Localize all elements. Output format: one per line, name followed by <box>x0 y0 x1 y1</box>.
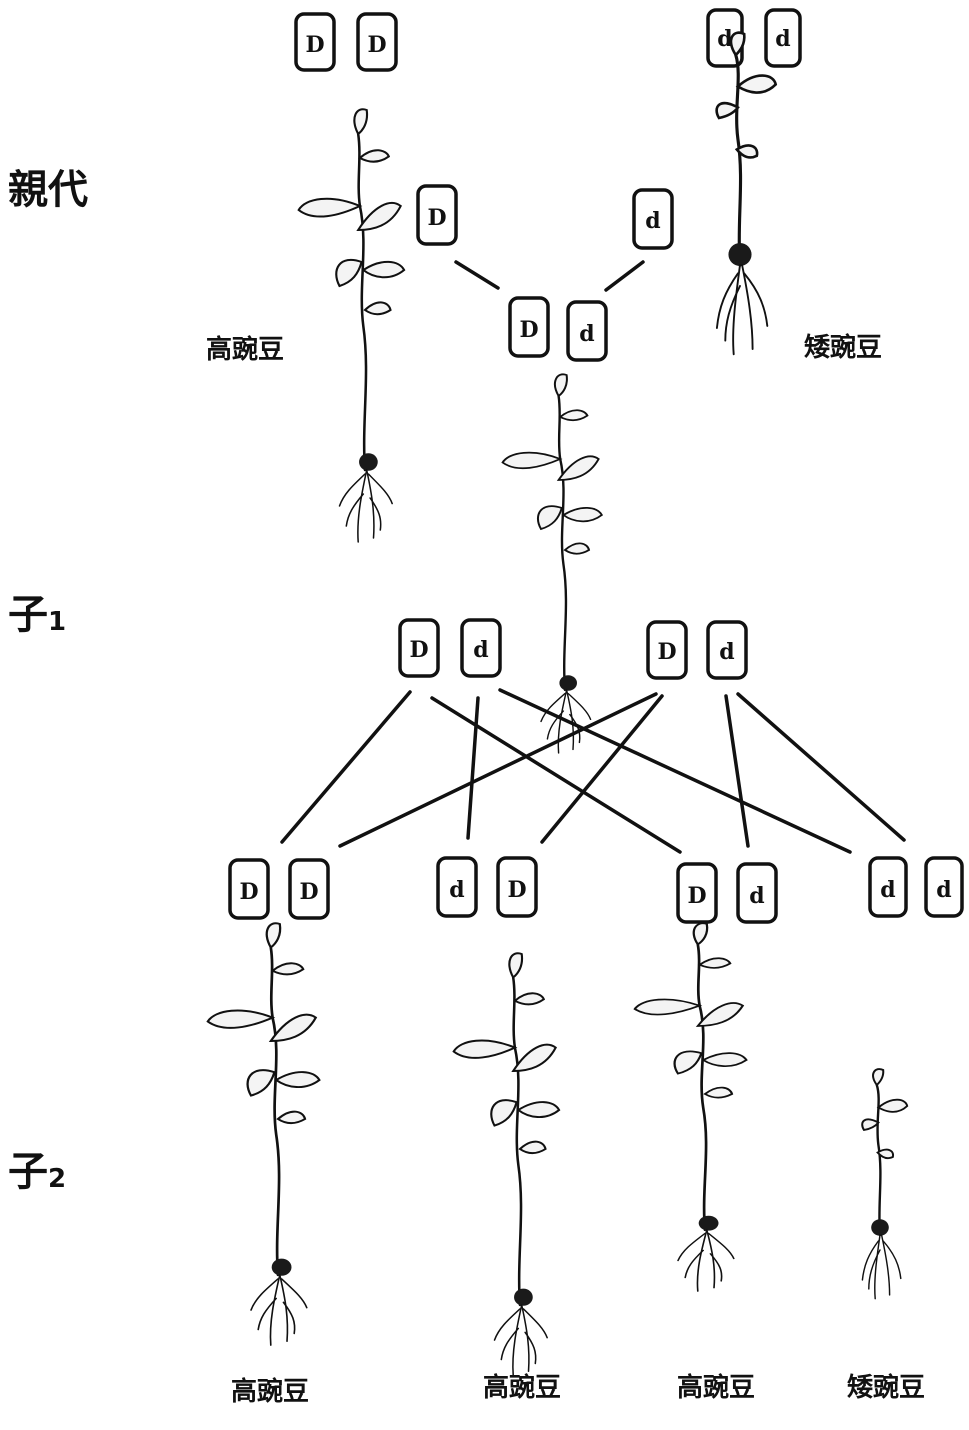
gamete-line-tall <box>454 260 500 290</box>
allele: d <box>775 26 790 52</box>
allele: d <box>936 877 951 903</box>
f2-genotype-2: d D <box>436 856 538 918</box>
gene-box <box>868 856 908 918</box>
gene-box <box>460 618 502 678</box>
gene-box <box>288 858 330 920</box>
cross-line <box>430 696 682 854</box>
gene-box <box>924 856 964 918</box>
parent-gametes: D d <box>416 184 674 250</box>
parent-tall-plant-illustration <box>297 107 406 544</box>
gene-box <box>706 620 748 680</box>
gene-box <box>356 12 398 72</box>
parent-dwarf-plant-illustration <box>715 31 778 356</box>
gene-box <box>294 12 336 72</box>
cross-line <box>540 694 664 844</box>
cross-line <box>280 690 412 844</box>
f2-genotype-1: D D <box>228 858 330 920</box>
f2-plant-1-label: 高豌豆 <box>231 1376 309 1407</box>
gene-box <box>436 856 478 918</box>
gene-box <box>632 188 674 250</box>
f2-plant-3-label: 高豌豆 <box>677 1372 755 1403</box>
gene-box <box>764 8 802 68</box>
f2-plant-1-illustration <box>206 921 321 1347</box>
generation-label-f1: 子1 <box>8 592 66 638</box>
allele: D <box>239 879 258 905</box>
allele: d <box>645 208 660 234</box>
f1-gametes-left: D d <box>398 618 502 678</box>
allele: D <box>305 32 324 58</box>
parent-dwarf-genotype: d d <box>706 8 802 68</box>
gene-box <box>496 856 538 918</box>
generation-labels: 親代 子1 子2 <box>8 167 88 1195</box>
generation-label-f2: 子2 <box>8 1149 66 1195</box>
allele: D <box>409 637 428 663</box>
allele: d <box>579 321 594 347</box>
allele: D <box>687 883 706 909</box>
f1-genotype: D d <box>508 296 608 362</box>
f2-plant-3-illustration <box>633 921 748 1293</box>
f2-plant-2-illustration <box>452 951 561 1377</box>
gene-box <box>646 620 688 680</box>
gene-box <box>676 862 718 924</box>
plant-labels: 高豌豆 矮豌豆 高豌豆 高豌豆 高豌豆 矮豌豆 <box>206 332 925 1407</box>
allele: d <box>880 877 895 903</box>
cross-line <box>724 694 750 848</box>
gene-box <box>566 300 608 362</box>
parent-tall-genotype: D D <box>294 12 398 72</box>
allele: d <box>449 877 464 903</box>
gene-box <box>416 184 458 246</box>
plant-illustrations <box>206 31 909 1377</box>
allele: D <box>657 639 676 665</box>
allele: D <box>367 32 386 58</box>
parent-tall-label: 高豌豆 <box>206 334 284 365</box>
allele: d <box>473 637 488 663</box>
allele: D <box>507 877 526 903</box>
cross-line <box>338 692 658 848</box>
f2-genotype-4: d d <box>868 856 964 918</box>
f2-plant-2-label: 高豌豆 <box>483 1372 561 1403</box>
gene-box <box>228 858 270 920</box>
allele: D <box>299 879 318 905</box>
gene-box <box>398 618 440 678</box>
gamete-line-dwarf <box>604 260 645 292</box>
allele: D <box>519 317 538 343</box>
cross-line <box>736 692 906 842</box>
f2-plant-4-illustration <box>861 1067 909 1300</box>
parent-dwarf-label: 矮豌豆 <box>804 332 882 363</box>
allele: d <box>717 26 732 52</box>
allele: d <box>719 639 734 665</box>
gene-boxes: D D d d D d D d D d <box>228 8 964 924</box>
gene-box <box>736 862 778 924</box>
f2-genotype-3: D d <box>676 862 778 924</box>
allele: D <box>427 205 446 231</box>
cross-line <box>466 696 480 840</box>
generation-label-parent: 親代 <box>8 167 88 213</box>
f2-plant-4-label: 矮豌豆 <box>847 1372 925 1403</box>
f1-gametes-right: D d <box>646 620 748 680</box>
gene-box <box>508 296 550 358</box>
allele: d <box>749 883 764 909</box>
